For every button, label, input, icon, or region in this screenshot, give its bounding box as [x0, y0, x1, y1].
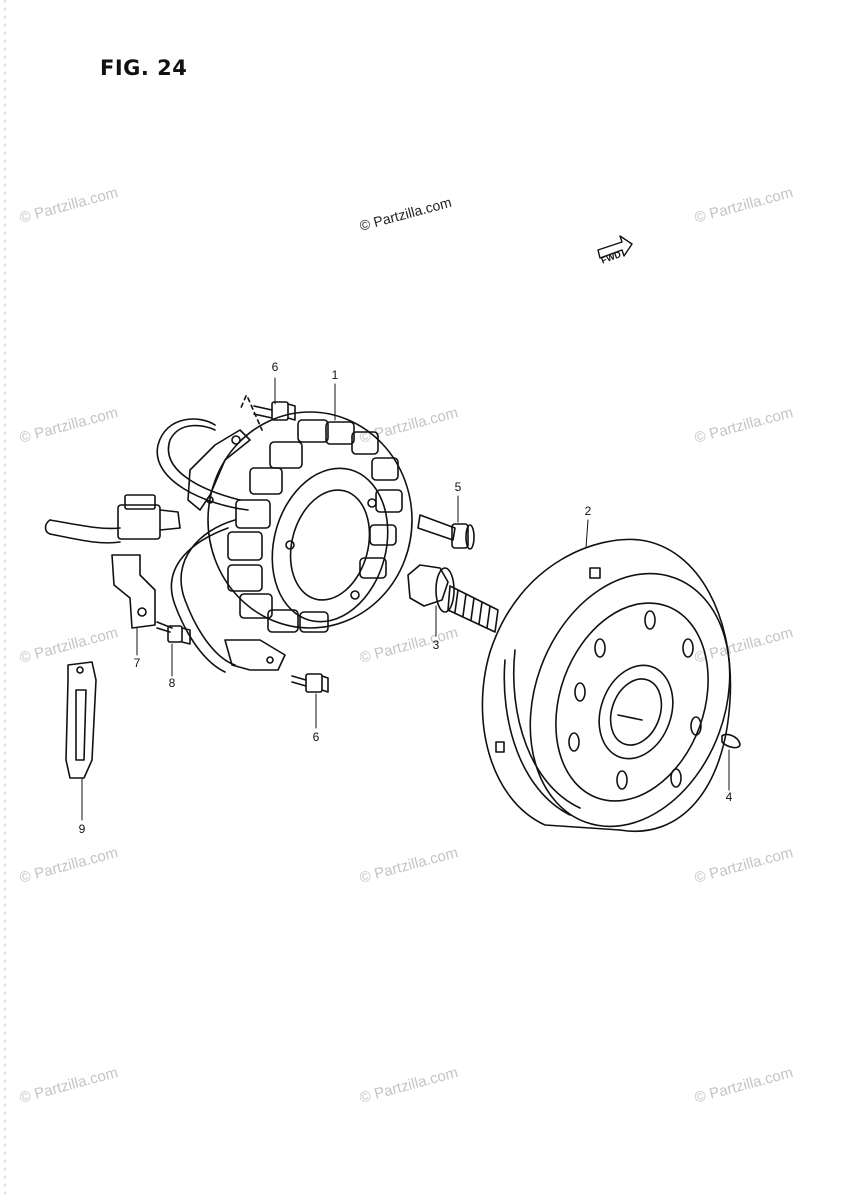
callout-3: 3	[432, 638, 440, 652]
bolt-part-6-lower	[291, 673, 329, 693]
wiring-harness	[44, 418, 286, 673]
bolt-part-6-upper	[239, 395, 296, 431]
callout-9: 9	[78, 822, 86, 836]
bolt-part-5	[417, 514, 475, 550]
callout-8: 8	[168, 676, 176, 690]
callout-5: 5	[454, 480, 462, 494]
callout-leader-lines	[81, 377, 730, 821]
wire-bracket-part	[111, 554, 156, 629]
callout-1: 1	[331, 368, 339, 382]
callout-2: 2	[584, 504, 592, 518]
figure-title: FIG. 24	[100, 56, 188, 80]
bolt-part-8	[156, 621, 191, 645]
callout-7: 7	[133, 656, 141, 670]
callout-6-lower: 6	[312, 730, 320, 744]
clamp-strap-part	[65, 661, 97, 779]
flywheel-bolt-part	[407, 564, 499, 633]
callout-4: 4	[725, 790, 733, 804]
flywheel-rotor-part	[481, 538, 732, 833]
woodruff-key-part	[721, 733, 741, 749]
callout-6-upper: 6	[271, 360, 279, 374]
fwd-arrow-icon	[597, 235, 633, 259]
stator-coil-part	[207, 411, 413, 633]
